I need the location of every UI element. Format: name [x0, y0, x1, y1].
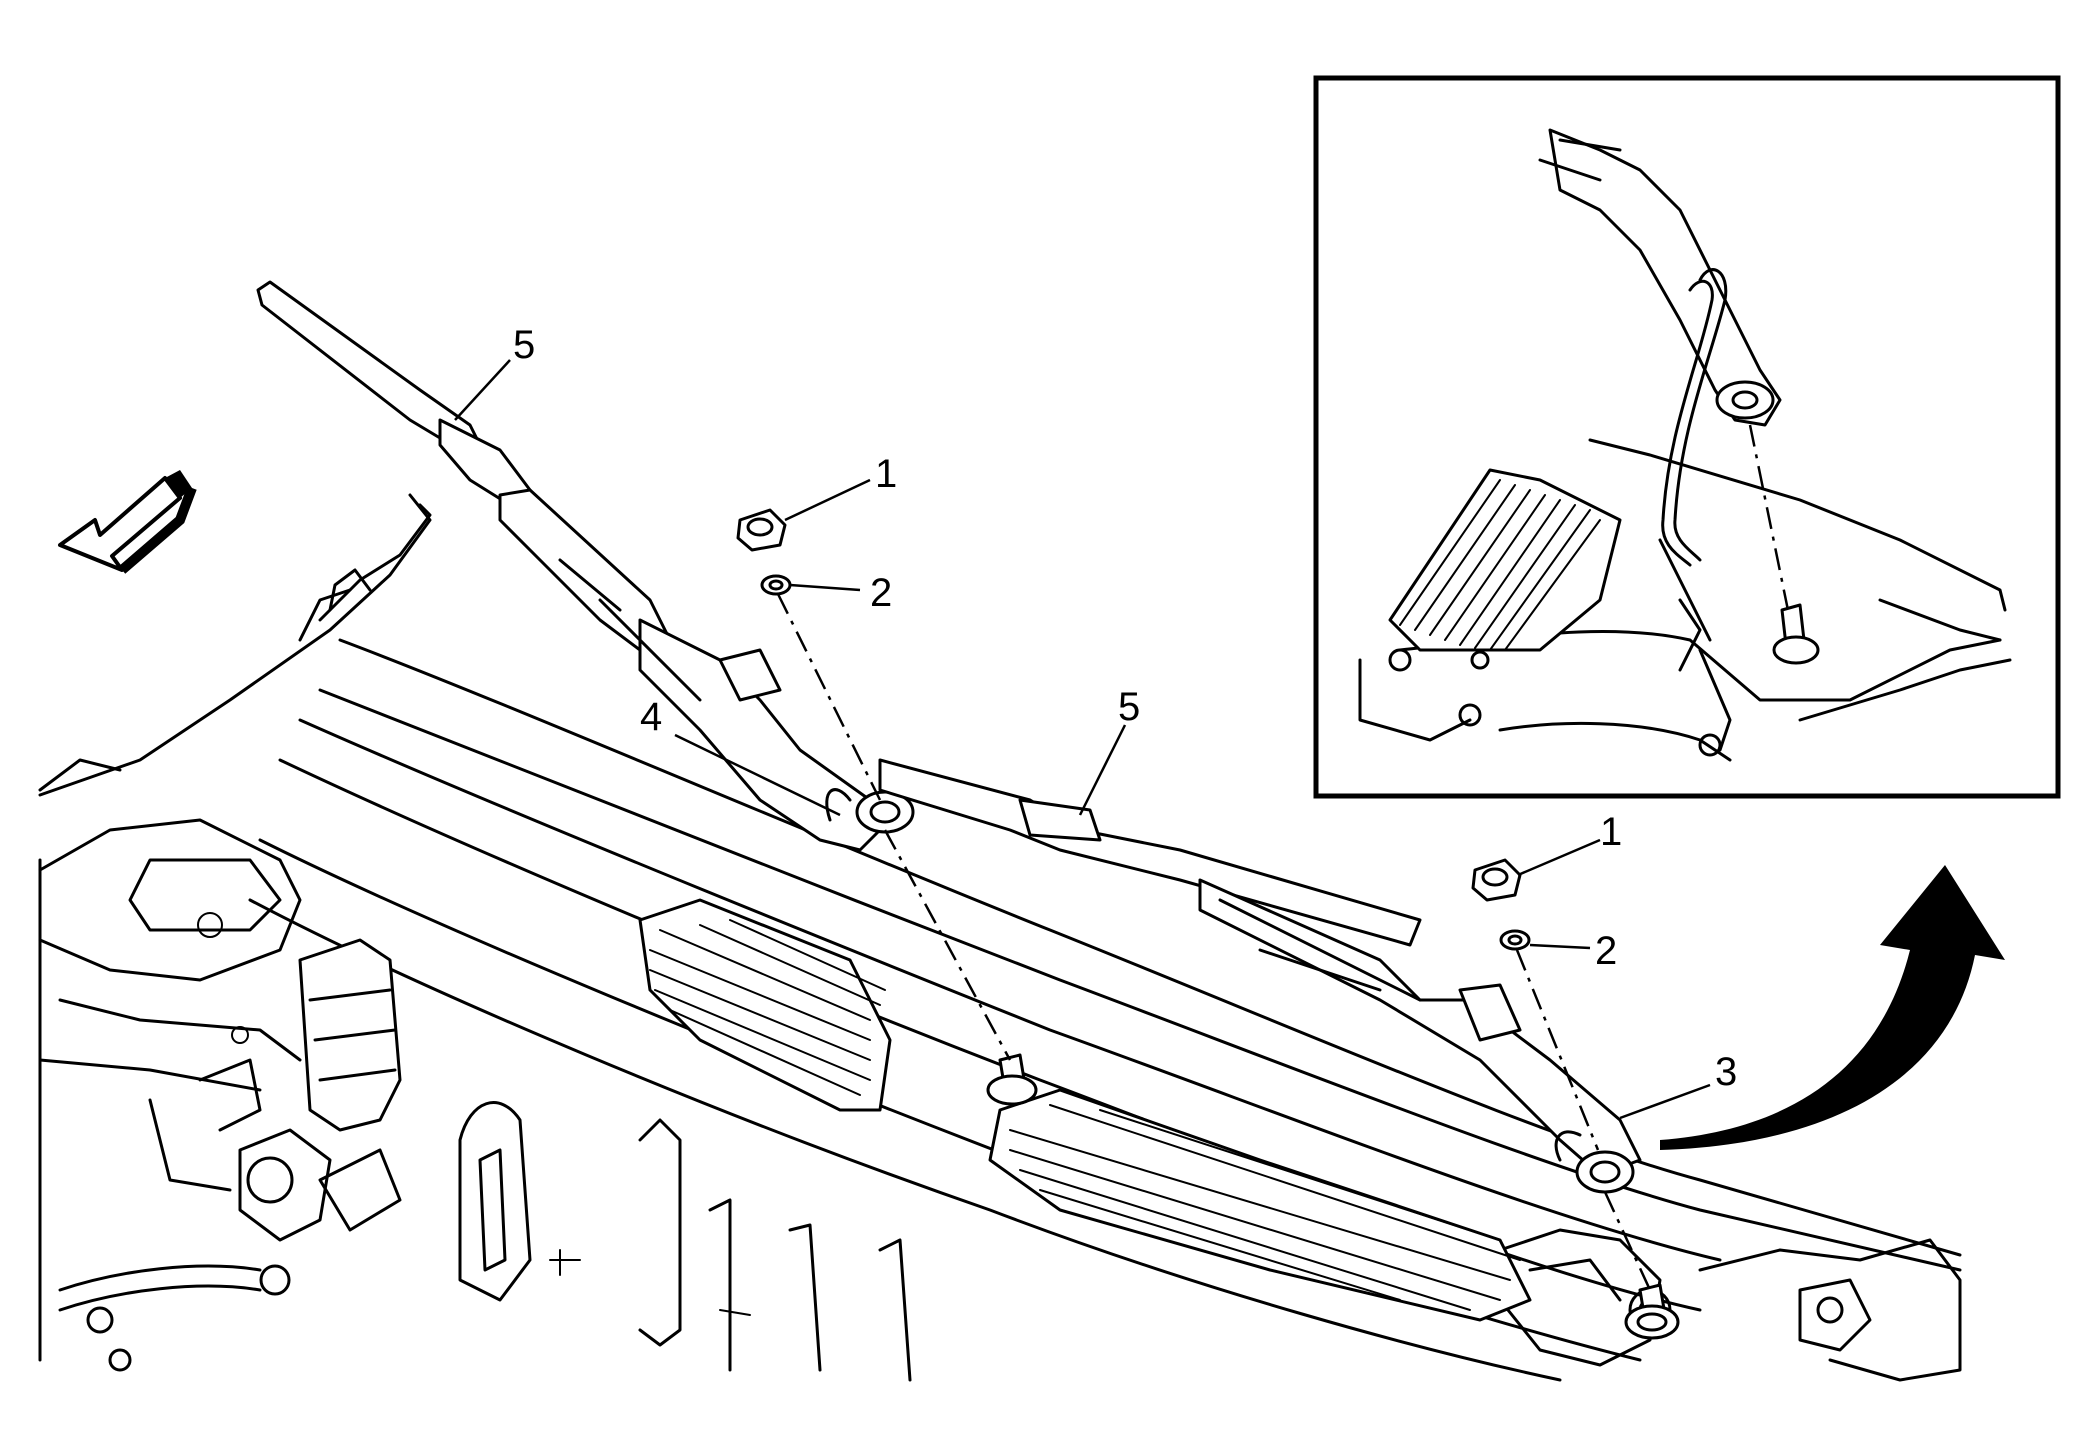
curved-arrow-icon: [1660, 865, 2005, 1150]
callout-2-lower: 2: [1595, 929, 1617, 973]
callout-1-upper: 1: [875, 452, 897, 496]
wiper-arm-left: [256, 280, 915, 852]
callout-4: 4: [640, 695, 662, 739]
leader-3: [1619, 1083, 1711, 1120]
callout-2-upper: 2: [870, 571, 892, 615]
callout-5-right: 5: [1118, 685, 1140, 729]
alignment-line-left: [776, 593, 1012, 1061]
cowl-body-structure: [38, 493, 1962, 1382]
washer-left: [760, 574, 792, 596]
wiper-arm-right: [878, 758, 1642, 1194]
nut-right: [1471, 858, 1522, 902]
washer-right: [1499, 929, 1531, 951]
callout-5-left: 5: [513, 323, 535, 367]
nut-left: [736, 508, 787, 552]
leader-2b: [1529, 943, 1591, 950]
stud-left: [986, 1053, 1038, 1106]
cowl-screen-right: [988, 1088, 1532, 1322]
callout-1-lower: 1: [1600, 810, 1622, 854]
leader-1b: [1517, 838, 1601, 877]
leader-1a: [784, 478, 871, 522]
front-direction-arrow-icon: [58, 470, 197, 574]
cowl-screen-left: [638, 898, 892, 1112]
leader-5b: [1078, 724, 1127, 816]
stud-right: [1624, 1283, 1680, 1340]
leader-5a: [454, 359, 511, 421]
detail-inset: [1313, 75, 2061, 799]
leader-2a: [789, 583, 861, 592]
leader-4: [674, 733, 841, 817]
callout-3: 3: [1715, 1050, 1737, 1094]
alignment-line-right: [1515, 949, 1652, 1291]
